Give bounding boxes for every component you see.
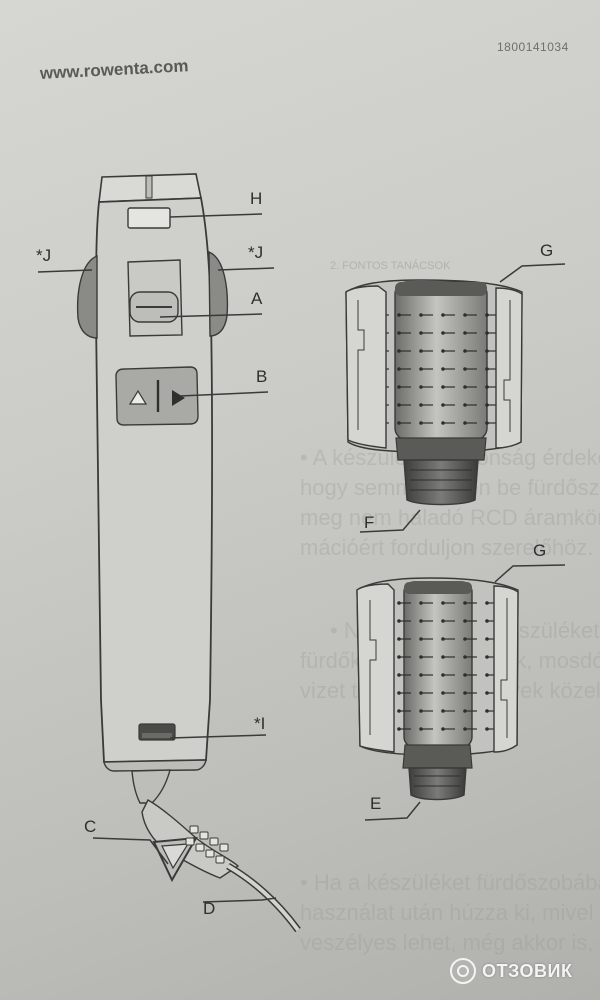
otzovik-watermark: ОТЗОВИК <box>450 958 572 984</box>
hair-styler-body <box>76 173 301 933</box>
callout-j-right: *J <box>248 243 264 262</box>
product-code: 1800141034 <box>497 40 569 54</box>
bleed-line: meg nem haladó RCD áramkört. további inf… <box>300 505 600 530</box>
bleed-line: használat után húzza ki, mivel a víz köz… <box>300 900 600 925</box>
otzovik-logo-icon <box>450 958 476 984</box>
callout-b: B <box>256 367 268 386</box>
bleed-heading: 2. FONTOS TANÁCSOK <box>330 260 451 272</box>
small-brush-assembly <box>356 577 519 801</box>
callout-a: A <box>251 289 263 308</box>
bleed-line: • Ha a készüléket fürdőszobában használt… <box>300 870 600 895</box>
watermark-text: ОТЗОВИК <box>482 960 573 981</box>
callout-j-left: *J <box>36 246 52 265</box>
callout-d: D <box>203 899 216 918</box>
bleed-line: veszélyes lehet, még akkor is, ha kikapc… <box>300 930 600 955</box>
leader-lines <box>37 213 566 903</box>
large-brush-assembly <box>345 279 523 506</box>
callout-f: F <box>364 513 375 532</box>
bleed-line: mációért forduljon szerelőhöz. <box>300 535 594 560</box>
callout-g-bottom: G <box>533 541 547 560</box>
callout-h: H <box>250 189 263 208</box>
callout-e: E <box>370 794 382 813</box>
callout-c: C <box>84 817 97 836</box>
callout-i: *I <box>254 714 266 733</box>
callout-g-top: G <box>540 241 554 260</box>
